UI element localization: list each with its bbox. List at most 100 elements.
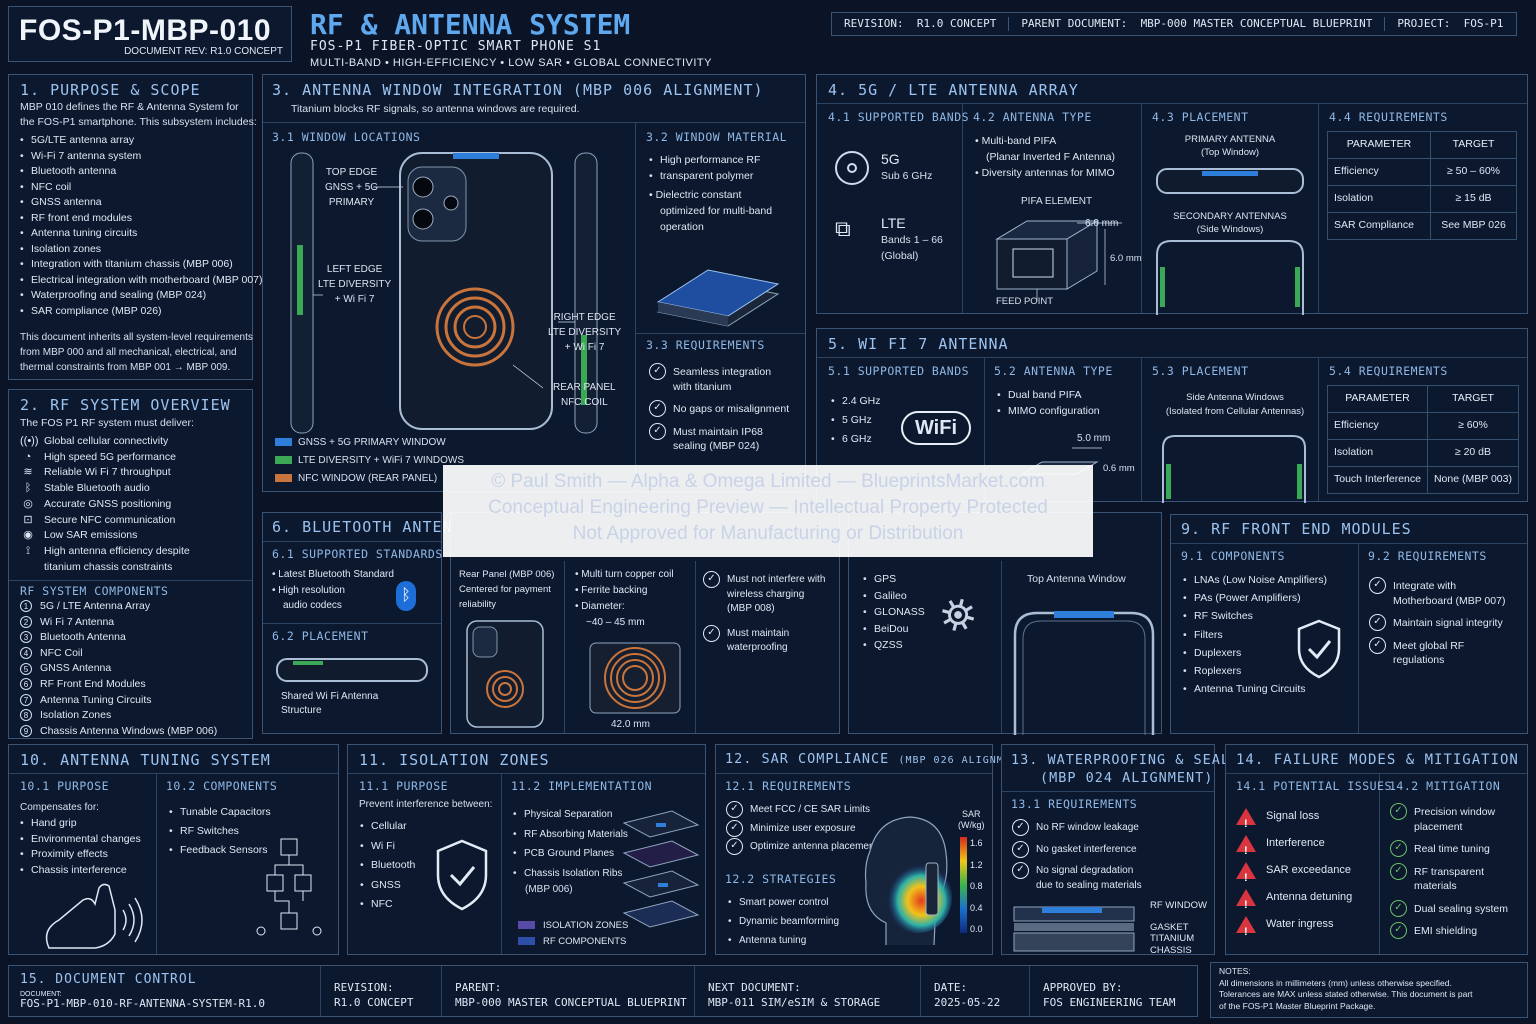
overview-intro: The FOS P1 RF system must deliver: <box>20 417 194 429</box>
band-lte: LTE <box>881 215 906 231</box>
band-item: 6 GHz <box>831 430 881 449</box>
list-item: • Ferrite backing <box>575 585 648 596</box>
nfc-coil-list: • Multi turn copper coil • Ferrite backi… <box>575 567 674 631</box>
wifi-dim-width: 5.0 mm <box>1077 433 1111 444</box>
section-isolation-zones: 11. ISOLATION ZONES 11.1 PURPOSE Prevent… <box>347 744 706 955</box>
meta-parent: PARENT DOCUMENT: MBP-000 MASTER CONCEPTU… <box>1009 16 1386 32</box>
nfc-placement-text: Rear Panel (MBP 006)Centered for payment… <box>459 569 555 610</box>
sealing-cross-section <box>1013 906 1135 952</box>
list-item: ⊡Secure NFC communication <box>20 513 190 529</box>
list-item: GLONASS <box>863 604 925 621</box>
sar-scale-title: SAR(W/kg) <box>958 809 985 830</box>
section-wifi7: 5. WI FI 7 ANTENNA 5.1 SUPPORTED BANDS 2… <box>816 328 1528 503</box>
issue-item: Antenna detuning <box>1236 884 1352 919</box>
subsection-title: 6.2 PLACEMENT <box>272 629 369 643</box>
requirement-item: No gaps or misalignment <box>649 400 789 417</box>
list-item: Galileo <box>863 588 925 605</box>
list-item-cont: (Planar Inverted F Antenna) <box>986 151 1115 163</box>
subsection-title: 5.1 SUPPORTED BANDS <box>828 364 970 378</box>
notes-box: NOTES:All dimensions in millimeters (mm)… <box>1210 962 1528 1018</box>
band-5g-sub: Sub 6 GHz <box>881 170 933 182</box>
section-rf-overview: 2. RF SYSTEM OVERVIEW The FOS P1 RF syst… <box>8 389 253 739</box>
section-title: 11. ISOLATION ZONES <box>359 751 550 769</box>
list-item: Waterproofing and sealing (MBP 024) <box>20 288 263 304</box>
list-item: GPS <box>863 571 925 588</box>
warning-icon <box>1236 834 1256 865</box>
section-intro: Titanium blocks RF signals, so antenna w… <box>291 103 580 115</box>
bt-placement-drawing <box>276 658 428 682</box>
section-title: 6. BLUETOOTH ANTENNA <box>272 518 473 536</box>
legend-label: GNSS + 5G PRIMARY WINDOW <box>298 437 446 448</box>
list-item: Wi Fi <box>360 837 415 857</box>
requirement-item: No RF window leakage <box>1012 819 1142 836</box>
signal-icon: ((•)) <box>20 435 39 447</box>
bt-standards-list: • Latest Bluetooth Standard • High resol… <box>272 567 394 614</box>
primary-antenna-label: PRIMARY ANTENNA(Top Window) <box>1184 134 1276 158</box>
list-item: Feedback Sensors <box>169 841 271 860</box>
target-icon: ◎ <box>23 497 33 510</box>
wifi-placement-label: Side Antenna Windows(Isolated from Cellu… <box>1165 392 1305 417</box>
label-chassis: CHASSIS <box>1150 944 1192 956</box>
list-item: Smart power control <box>728 893 839 912</box>
wifi-icon: ≋ <box>23 466 33 479</box>
section-title: 15. DOCUMENT CONTROL <box>20 972 197 987</box>
list-item: Electrical integration with motherboard … <box>20 273 263 289</box>
warning-icon <box>1236 888 1256 919</box>
issue-item: Water ingress <box>1236 911 1352 946</box>
list-item: Antenna tuning <box>728 931 839 950</box>
list-item: Bluetooth <box>360 856 415 876</box>
list-item: ⟟High antenna efficiency despite <box>20 544 190 560</box>
list-item: QZSS <box>863 637 925 654</box>
list-item: • Latest Bluetooth Standard <box>272 569 394 580</box>
mitigation-item: Dual sealing system <box>1390 899 1508 916</box>
band-lte-sub: Bands 1 – 66 <box>881 234 943 246</box>
list-item: Dual band PIFA <box>997 388 1100 404</box>
list-item: Cellular <box>360 817 415 837</box>
header-meta: REVISION: R1.0 CONCEPT PARENT DOCUMENT: … <box>831 12 1517 36</box>
system-title: RF & ANTENNA SYSTEM <box>310 8 631 41</box>
isolation-lead: Prevent interference between: <box>359 799 493 810</box>
subsection-title: 11.2 IMPLEMENTATION <box>511 779 653 793</box>
list-item: Wi-Fi 7 antenna system <box>20 149 263 165</box>
list-item: NFC coil <box>20 180 263 196</box>
list-item: BeiDou <box>863 621 925 638</box>
list-item: Filters <box>1183 626 1327 644</box>
gnss-constellations: GPS Galileo GLONASS BeiDou QZSS <box>863 571 925 654</box>
sealing-labels: RF WINDOW GASKET TITANIUM CHASSIS <box>1150 900 1207 956</box>
list-item: High performance RF <box>649 153 760 169</box>
secondary-antenna-drawing <box>1156 240 1304 315</box>
list-item: GNSS <box>360 876 415 896</box>
subsection-title: 14.1 POTENTIAL ISSUES <box>1236 779 1392 793</box>
lte-icon: ⧉ <box>835 216 851 241</box>
tuning-circuit-icon <box>256 838 322 936</box>
issues-list: Signal loss Interference SAR exceedance … <box>1236 803 1352 946</box>
tuning-components: Tunable Capacitors RF Switches Feedback … <box>169 803 271 860</box>
scope-list: 5G/LTE antenna array Wi-Fi 7 antenna sys… <box>20 133 263 319</box>
list-item: RF Switches <box>169 822 271 841</box>
list-item: Chassis interference <box>20 863 141 879</box>
list-item: Environmental changes <box>20 832 141 848</box>
list-item: Bluetooth antenna <box>20 164 263 180</box>
subsection-title: 3.2 WINDOW MATERIAL <box>646 130 788 144</box>
pifa-dim-height: 6.0 mm <box>1110 253 1142 264</box>
intro-line: the FOS-P1 smartphone. This subsystem in… <box>20 116 257 128</box>
section-failure-modes: 14. FAILURE MODES & MITIGATION 14.1 POTE… <box>1225 744 1528 955</box>
subsection-title: 4.2 ANTENNA TYPE <box>973 110 1092 124</box>
feed-point-label: FEED POINT <box>996 296 1054 307</box>
section-antenna-window: 3. ANTENNA WINDOW INTEGRATION (MBP 006 A… <box>262 74 806 492</box>
list-item: • Diameter: <box>575 601 625 612</box>
isolation-purpose-list: Cellular Wi Fi Bluetooth GNSS NFC <box>360 817 415 915</box>
list-item: LNAs (Low Noise Amplifiers) <box>1183 571 1327 589</box>
doc-parent: PARENT:MBP-000 MASTER CONCEPTUAL BLUEPRI… <box>455 981 687 1009</box>
